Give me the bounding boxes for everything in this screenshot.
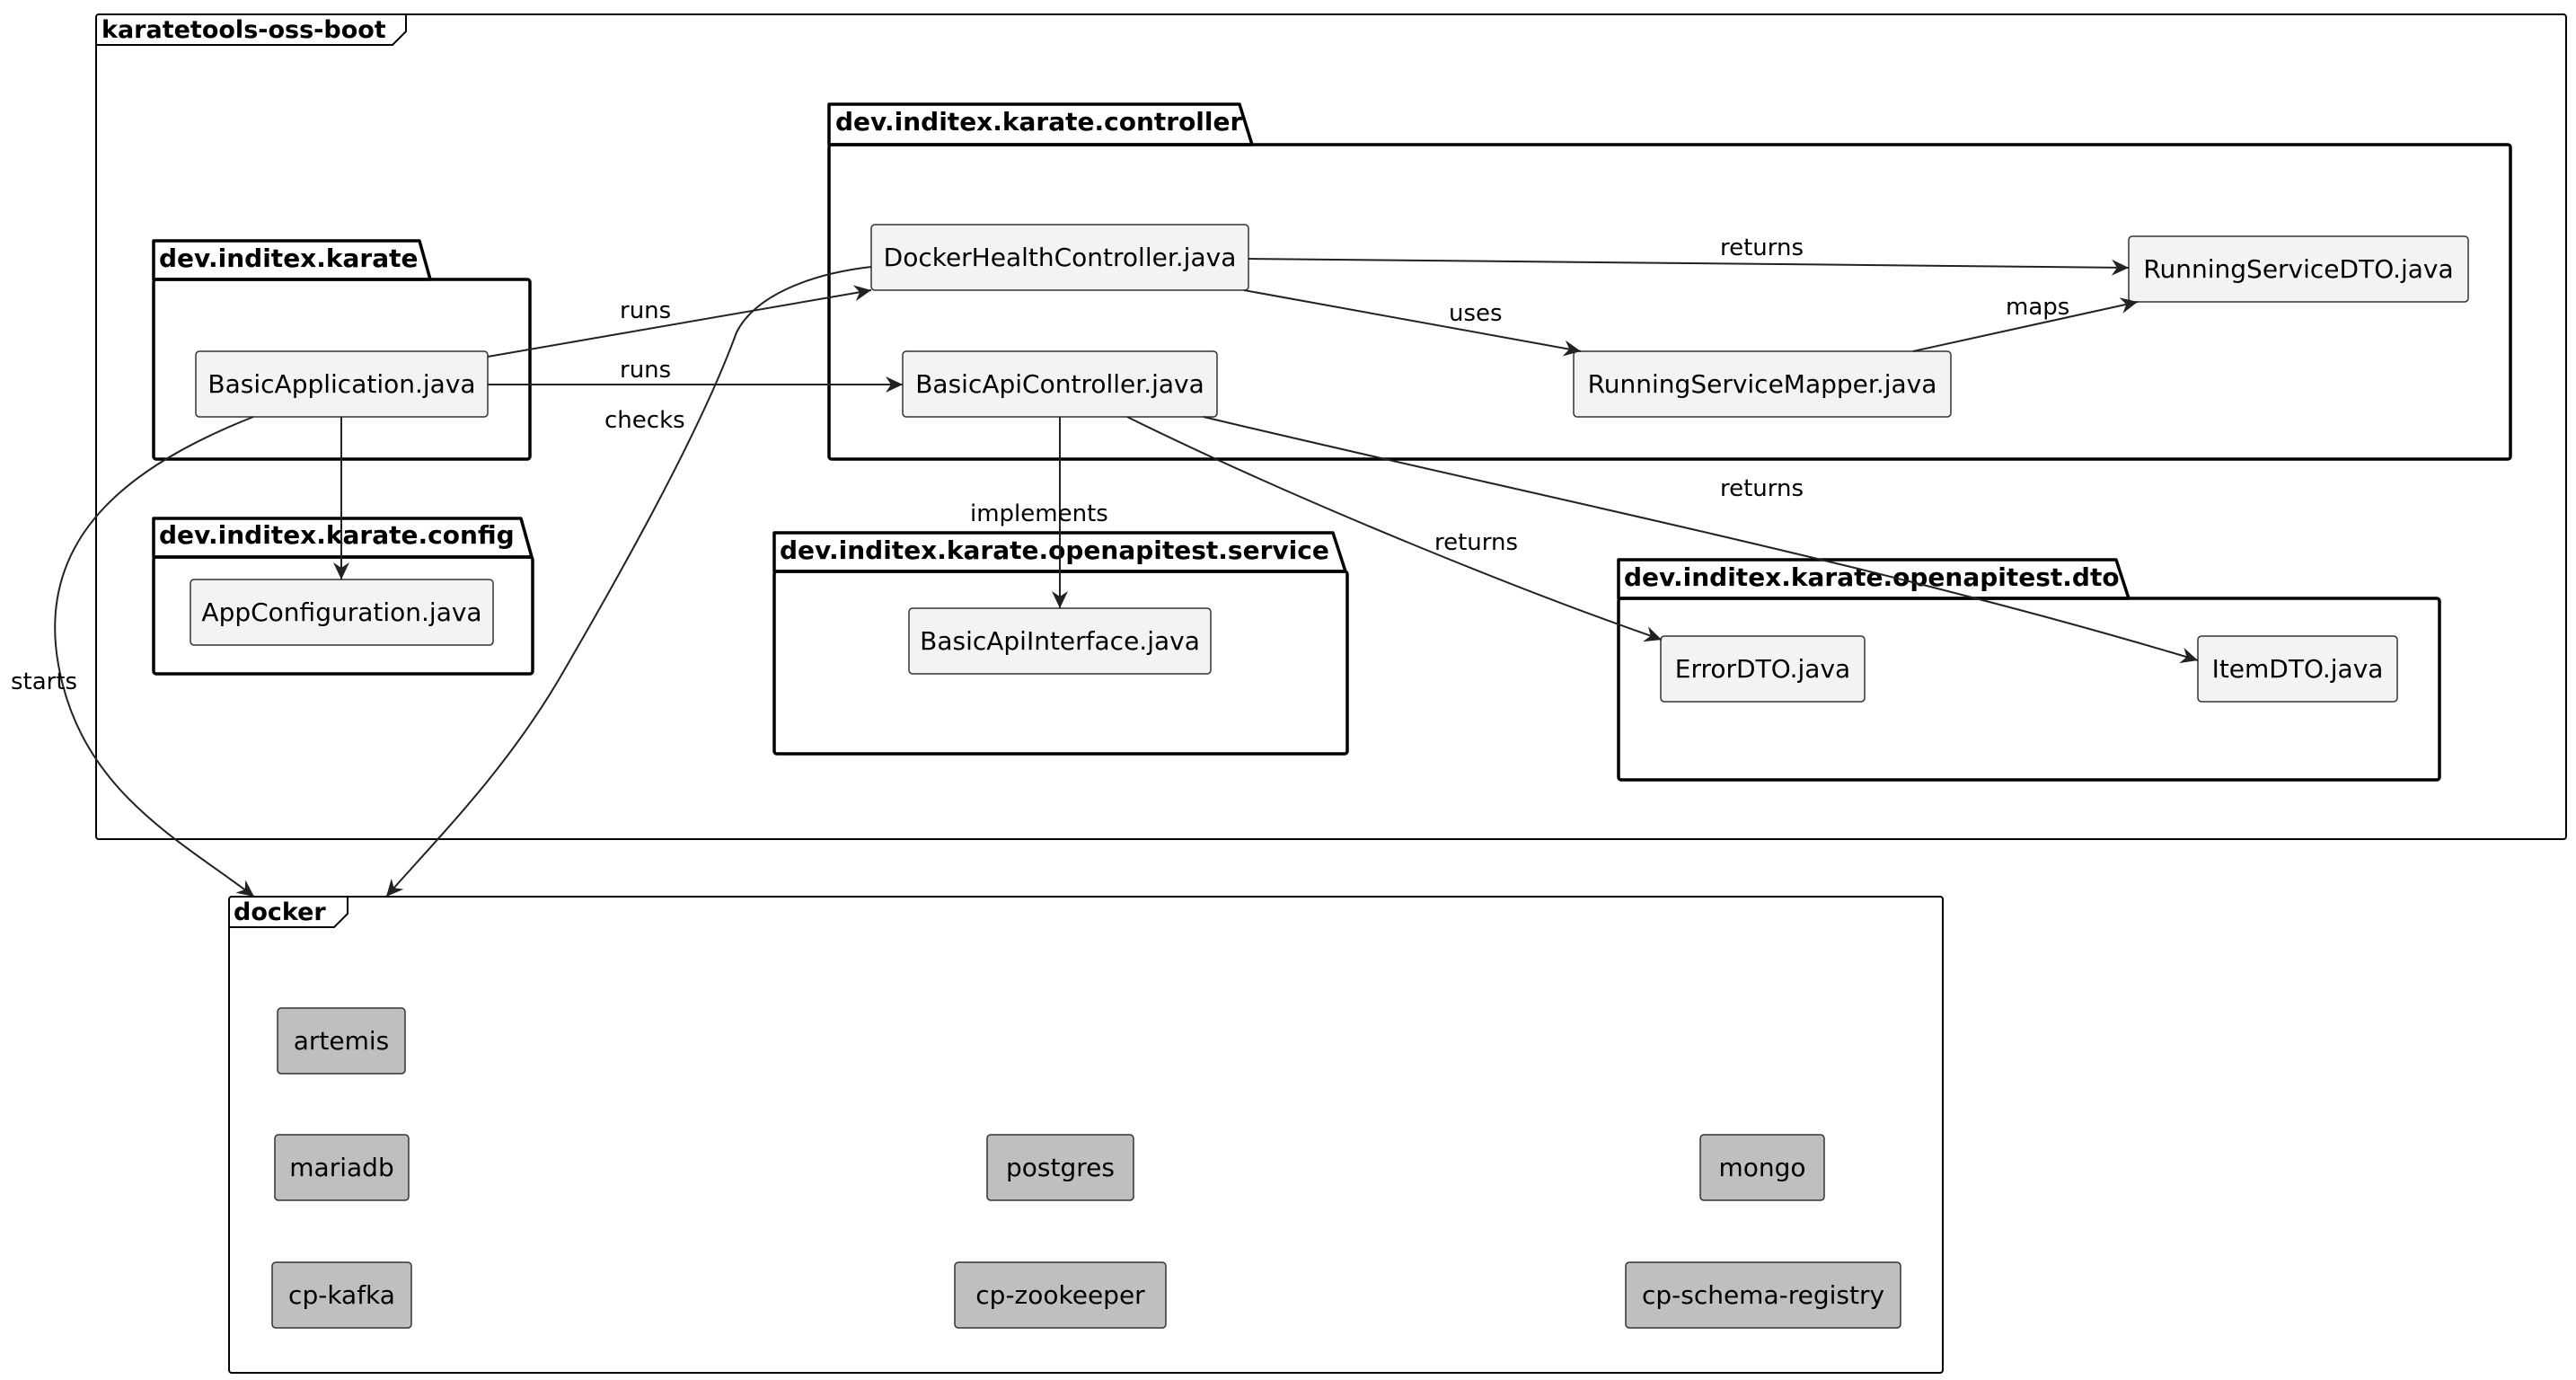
label-runs-api: runs	[620, 357, 671, 384]
class-docker-health-controller-label: DockerHealthController.java	[884, 243, 1237, 272]
label-returns-running: returns	[1720, 234, 1804, 261]
service-cp-schema-registry-label: cp-schema-registry	[1642, 1280, 1884, 1310]
edges	[54, 258, 2199, 898]
package-karate: dev.inditex.karate	[152, 239, 532, 461]
label-returns-item: returns	[1720, 475, 1804, 502]
class-basic-api-interface[interactable]: BasicApiInterface.java	[908, 607, 1212, 675]
edge-labels: runs runs starts checks returns uses map…	[11, 234, 2069, 695]
edge-starts	[54, 416, 255, 898]
package-controller: dev.inditex.karate.controller	[827, 102, 2512, 461]
service-cp-kafka[interactable]: cp-kafka	[271, 1261, 412, 1329]
class-running-service-mapper-label: RunningServiceMapper.java	[1588, 369, 1937, 399]
service-artemis-label: artemis	[294, 1026, 390, 1056]
app-frame-title: karatetools-oss-boot	[101, 16, 386, 44]
edge-runs-docker-health	[487, 285, 872, 358]
service-cp-zookeeper-label: cp-zookeeper	[975, 1280, 1145, 1310]
app-frame: karatetools-oss-boot	[95, 13, 2567, 840]
service-mariadb-label: mariadb	[289, 1153, 393, 1182]
class-item-dto-label: ItemDTO.java	[2212, 654, 2384, 684]
class-basic-api-controller[interactable]: BasicApiController.java	[902, 350, 1218, 418]
package-controller-title: dev.inditex.karate.controller	[835, 107, 1242, 137]
class-running-service-dto-label: RunningServiceDTO.java	[2143, 254, 2453, 284]
label-uses: uses	[1449, 300, 1503, 327]
class-running-service-mapper[interactable]: RunningServiceMapper.java	[1573, 350, 1952, 418]
label-runs-docker: runs	[620, 297, 671, 324]
edge-returns-item	[1203, 416, 2199, 664]
edge-uses	[1243, 289, 1582, 357]
label-checks: checks	[604, 407, 685, 434]
edge-returns-error	[1126, 416, 1663, 642]
class-docker-health-controller[interactable]: DockerHealthController.java	[870, 224, 1249, 291]
class-error-dto-label: ErrorDTO.java	[1675, 654, 1850, 684]
edge-maps	[1912, 297, 2139, 352]
package-config: dev.inditex.karate.config	[152, 517, 534, 676]
service-artemis[interactable]: artemis	[277, 1007, 406, 1075]
package-dto-title: dev.inditex.karate.openapitest.dto	[1624, 562, 2120, 592]
class-running-service-dto[interactable]: RunningServiceDTO.java	[2128, 235, 2469, 303]
service-cp-zookeeper[interactable]: cp-zookeeper	[954, 1261, 1167, 1329]
docker-frame: docker	[228, 896, 1944, 1374]
package-service-title: dev.inditex.karate.openapitest.service	[780, 535, 1329, 565]
label-starts: starts	[11, 668, 77, 695]
docker-frame-title: docker	[234, 898, 326, 926]
class-app-configuration-label: AppConfiguration.java	[201, 597, 481, 627]
service-mongo[interactable]: mongo	[1699, 1134, 1825, 1201]
edge-checks	[385, 266, 872, 898]
class-basic-application-label: BasicApplication.java	[207, 369, 475, 399]
package-karate-title: dev.inditex.karate	[159, 243, 418, 273]
label-maps: maps	[2006, 294, 2069, 321]
edge-returns-running-dto	[1248, 258, 2130, 276]
service-postgres-label: postgres	[1006, 1153, 1115, 1182]
class-basic-api-interface-label: BasicApiInterface.java	[920, 626, 1200, 656]
class-app-configuration[interactable]: AppConfiguration.java	[190, 579, 494, 646]
package-dto: dev.inditex.karate.openapitest.dto	[1617, 558, 2441, 782]
service-cp-schema-registry[interactable]: cp-schema-registry	[1625, 1261, 1901, 1329]
service-mariadb[interactable]: mariadb	[274, 1134, 410, 1201]
service-postgres[interactable]: postgres	[986, 1134, 1134, 1201]
class-error-dto[interactable]: ErrorDTO.java	[1660, 635, 1866, 703]
class-basic-application[interactable]: BasicApplication.java	[195, 350, 489, 418]
service-mongo-label: mongo	[1718, 1153, 1805, 1182]
class-item-dto[interactable]: ItemDTO.java	[2197, 635, 2398, 703]
label-implements: implements	[970, 500, 1108, 527]
service-cp-kafka-label: cp-kafka	[288, 1280, 395, 1310]
class-basic-api-controller-label: BasicApiController.java	[915, 369, 1204, 399]
label-returns-error: returns	[1434, 529, 1518, 556]
package-config-title: dev.inditex.karate.config	[159, 520, 515, 550]
